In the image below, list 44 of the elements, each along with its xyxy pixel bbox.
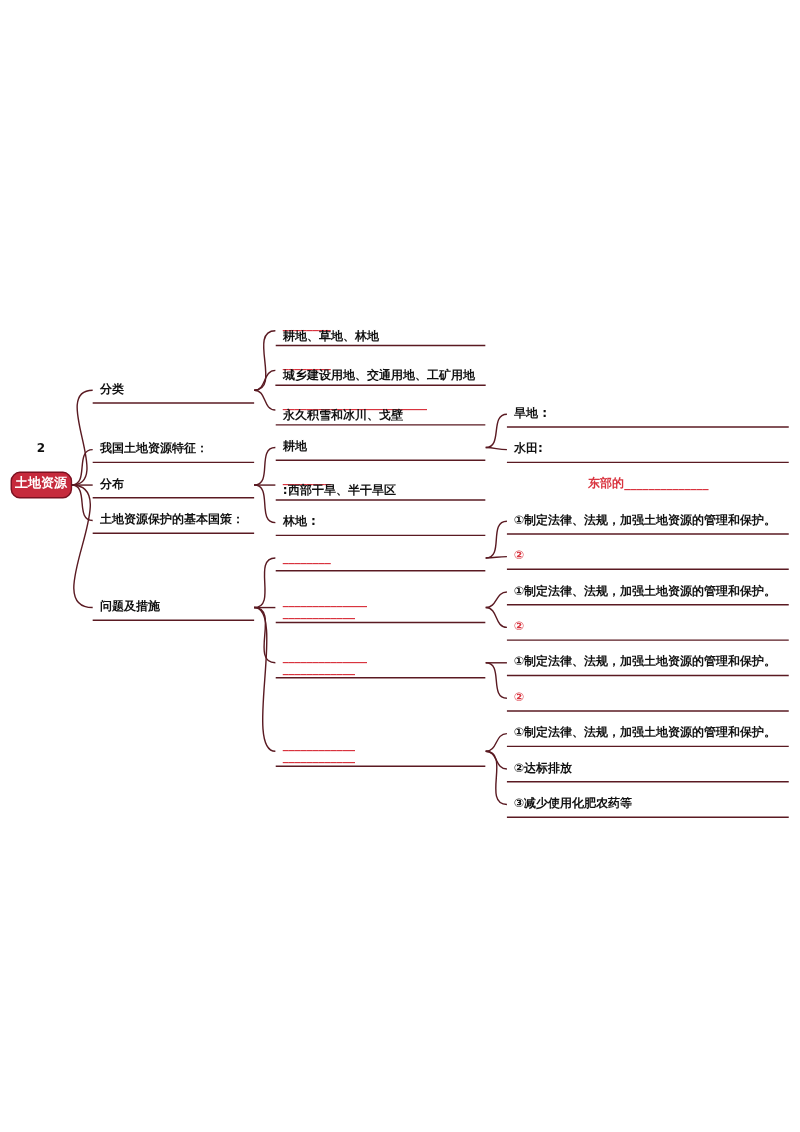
- node-text: ②: [514, 618, 525, 633]
- node-text: ______________ ____________: [282, 592, 367, 619]
- node-text: 林地 :: [282, 513, 316, 528]
- connector: [253, 446, 277, 486]
- connector: [484, 446, 508, 450]
- label: 东部的______________: [588, 475, 709, 490]
- node-text: ________ 城乡建设用地、交通用地、工矿用地: [282, 355, 475, 382]
- node-text: ①制定法律、法规，加强土地资源的管理和保护。: [514, 583, 777, 598]
- node-box: 土地资源: [10, 471, 73, 498]
- connector: [484, 606, 508, 628]
- connector: [484, 555, 508, 559]
- node-text: ________________________ 永久积雪和冰川、戈壁: [282, 395, 427, 422]
- connector: [253, 483, 277, 486]
- connector: [484, 661, 508, 699]
- connector: [253, 369, 277, 391]
- node-text: 耕地: [282, 438, 307, 453]
- node-text: ②: [514, 689, 525, 704]
- node-text: 分布: [99, 476, 124, 491]
- node-text: ________ :西部干旱、半干旱区: [282, 470, 396, 497]
- connector: [484, 413, 508, 448]
- node-text: ①制定法律、法规，加强土地资源的管理和保护。: [514, 653, 777, 668]
- node-text: 水田:: [514, 440, 543, 455]
- connector: [484, 732, 508, 752]
- node-text: ①制定法律、法规，加强土地资源的管理和保护。: [514, 512, 777, 527]
- connector: [253, 606, 277, 752]
- node-text: 分类: [99, 381, 124, 396]
- node-text: ③减少使用化肥农药等: [514, 795, 633, 810]
- connector: [70, 483, 94, 608]
- node-text: 我国土地资源特征：: [99, 440, 208, 455]
- connector: [484, 519, 508, 559]
- connector: [253, 388, 277, 411]
- node-text: 问题及措施: [99, 598, 160, 613]
- connector: [253, 329, 277, 391]
- node-text: ①制定法律、法规，加强土地资源的管理和保护。: [514, 724, 777, 739]
- node-text: ②: [514, 547, 525, 562]
- connector: [484, 750, 508, 805]
- node-text: ____________ ____________: [282, 736, 355, 763]
- node-text: ________: [282, 549, 331, 564]
- node-text: ______________ ____________: [282, 648, 367, 675]
- node-text: 旱地 :: [514, 405, 547, 420]
- node-text: ②达标排放: [514, 760, 573, 775]
- connector: [253, 483, 277, 523]
- node-text: 土地资源保护的基本国策：: [99, 511, 244, 526]
- label: 2: [36, 440, 46, 455]
